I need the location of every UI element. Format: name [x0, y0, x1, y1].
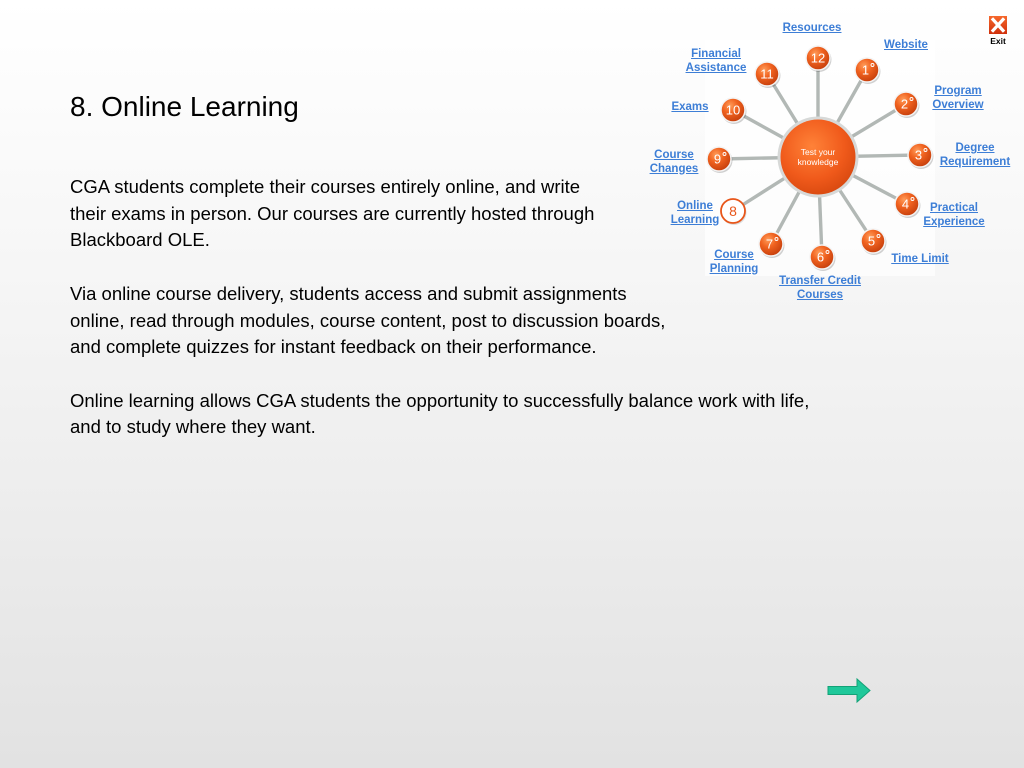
node-ball[interactable] — [754, 61, 780, 87]
paragraph-line: and complete quizzes for instant feedbac… — [70, 336, 597, 358]
node-number[interactable]: 3 — [915, 148, 922, 163]
topic-node-2[interactable]: 2 — [893, 91, 920, 118]
node-number[interactable]: 10 — [726, 103, 740, 118]
visited-mark — [923, 148, 928, 152]
link-label-line[interactable]: Degree — [955, 142, 995, 154]
node-number[interactable]: 8 — [729, 203, 737, 219]
node-number[interactable]: 6 — [817, 250, 824, 265]
paragraph-line: Via online course delivery, students acc… — [70, 282, 627, 304]
visited-mark — [909, 97, 914, 101]
link-label-line[interactable]: Website — [884, 39, 928, 51]
link-resources[interactable]: Resources — [783, 22, 842, 36]
right-arrow-icon[interactable] — [826, 677, 872, 704]
node-number[interactable]: 1 — [862, 63, 869, 78]
paragraph-line: CGA students complete their courses enti… — [70, 176, 581, 197]
link-exams[interactable]: Exams — [671, 101, 708, 115]
node-ball[interactable] — [805, 45, 831, 71]
link-label-line[interactable]: Financial — [691, 48, 741, 60]
visited-mark — [876, 234, 881, 238]
link-website[interactable]: Website — [884, 39, 928, 53]
node-number[interactable]: 9 — [714, 152, 721, 167]
paragraph-line: Blackboard OLE. — [70, 229, 210, 251]
paragraph: Via online course delivery, students acc… — [70, 281, 809, 361]
link-label-line[interactable]: Transfer Credit — [779, 275, 861, 287]
topic-node-4[interactable]: 4 — [894, 191, 921, 218]
center-label-line[interactable]: Test your — [801, 147, 836, 157]
link-label-line[interactable]: Time Limit — [891, 253, 949, 265]
link-label-line[interactable]: Online — [677, 200, 713, 212]
node-number[interactable]: 11 — [760, 67, 774, 82]
visited-mark — [722, 152, 727, 156]
topic-node-5[interactable]: 5 — [860, 228, 887, 255]
link-program-overview[interactable]: Program Overview — [932, 85, 983, 112]
link-label-line[interactable]: Experience — [923, 215, 985, 228]
arrow-shape[interactable] — [827, 677, 871, 704]
topic-wheel: Test your knowledge 1 2 3 4 — [705, 40, 935, 276]
link-time-limit[interactable]: Time Limit — [891, 253, 948, 267]
node-number[interactable]: 12 — [811, 51, 825, 66]
paragraph-line: and to study where they want. — [70, 416, 316, 438]
link-label-line[interactable]: Course — [714, 249, 754, 261]
node-number[interactable]: 5 — [868, 234, 875, 249]
exit-label[interactable]: Exit — [990, 36, 1006, 46]
link-online-learning[interactable]: Online Learning — [671, 200, 720, 227]
test-your-knowledge-button[interactable]: Test your knowledge — [777, 116, 859, 198]
node-number[interactable]: 7 — [766, 237, 773, 252]
link-practical-experience[interactable]: Practical Experience — [923, 202, 984, 229]
topic-node-7[interactable]: 7 — [758, 231, 785, 258]
slide-title: 8. Online Learning — [70, 91, 299, 122]
link-label-line[interactable]: Assistance — [685, 61, 747, 74]
link-label-line[interactable]: Changes — [649, 162, 699, 175]
link-label-line[interactable]: Overview — [932, 98, 984, 111]
link-label-line[interactable]: Learning — [670, 213, 720, 226]
node-number[interactable]: 2 — [901, 97, 908, 112]
paragraph-line: Online learning allows CGA students the … — [70, 389, 810, 411]
center-disc[interactable] — [780, 119, 856, 195]
link-label-line[interactable]: Requirement — [939, 155, 1011, 168]
paragraph: Online learning allows CGA students the … — [70, 388, 809, 441]
visited-mark — [870, 63, 875, 67]
link-label-line[interactable]: Resources — [782, 22, 842, 34]
visited-mark — [825, 250, 830, 254]
paragraph-line: their exams in person. Our courses are c… — [70, 202, 595, 224]
link-course-planning[interactable]: Course Planning — [710, 249, 759, 276]
center-label-line[interactable]: knowledge — [798, 157, 839, 167]
topic-node-1[interactable]: 1 — [854, 57, 881, 84]
exit-button[interactable]: Exit — [986, 16, 1010, 46]
link-label-line[interactable]: Practical — [930, 202, 978, 214]
link-label-line[interactable]: Planning — [709, 262, 759, 275]
link-label-line[interactable]: Exams — [671, 101, 709, 113]
exit-icon-cross[interactable] — [990, 17, 1006, 33]
link-transfer-credit-courses[interactable]: Transfer Credit Courses — [779, 275, 861, 302]
slide-body: CGA students complete their courses enti… — [70, 174, 809, 468]
link-label-line[interactable]: Courses — [796, 288, 844, 301]
link-degree-requirement[interactable]: Degree Requirement — [940, 142, 1010, 169]
link-label-line[interactable]: Program — [934, 85, 982, 97]
node-number[interactable]: 4 — [902, 197, 909, 212]
link-course-changes[interactable]: Course Changes — [650, 149, 699, 176]
topic-node-9[interactable]: 9 — [706, 146, 733, 173]
paragraph: CGA students complete their courses enti… — [70, 174, 809, 254]
next-button[interactable] — [826, 677, 872, 704]
node-ball[interactable] — [720, 97, 746, 123]
paragraph-line: online, read through modules, course con… — [70, 309, 666, 331]
topic-node-8[interactable]: 8 — [720, 198, 747, 225]
topic-node-10[interactable]: 10 — [720, 97, 747, 124]
node-ball[interactable] — [720, 198, 746, 224]
topic-node-6[interactable]: 6 — [809, 244, 836, 271]
topic-node-12[interactable]: 12 — [805, 45, 832, 72]
visited-mark — [774, 237, 779, 241]
topic-node-11[interactable]: 11 — [754, 61, 781, 88]
visited-mark — [910, 197, 915, 201]
close-x-icon[interactable] — [989, 16, 1007, 34]
topic-node-3[interactable]: 3 — [907, 142, 934, 169]
link-financial-assistance[interactable]: Financial Assistance — [686, 48, 747, 75]
link-label-line[interactable]: Course — [654, 149, 694, 161]
